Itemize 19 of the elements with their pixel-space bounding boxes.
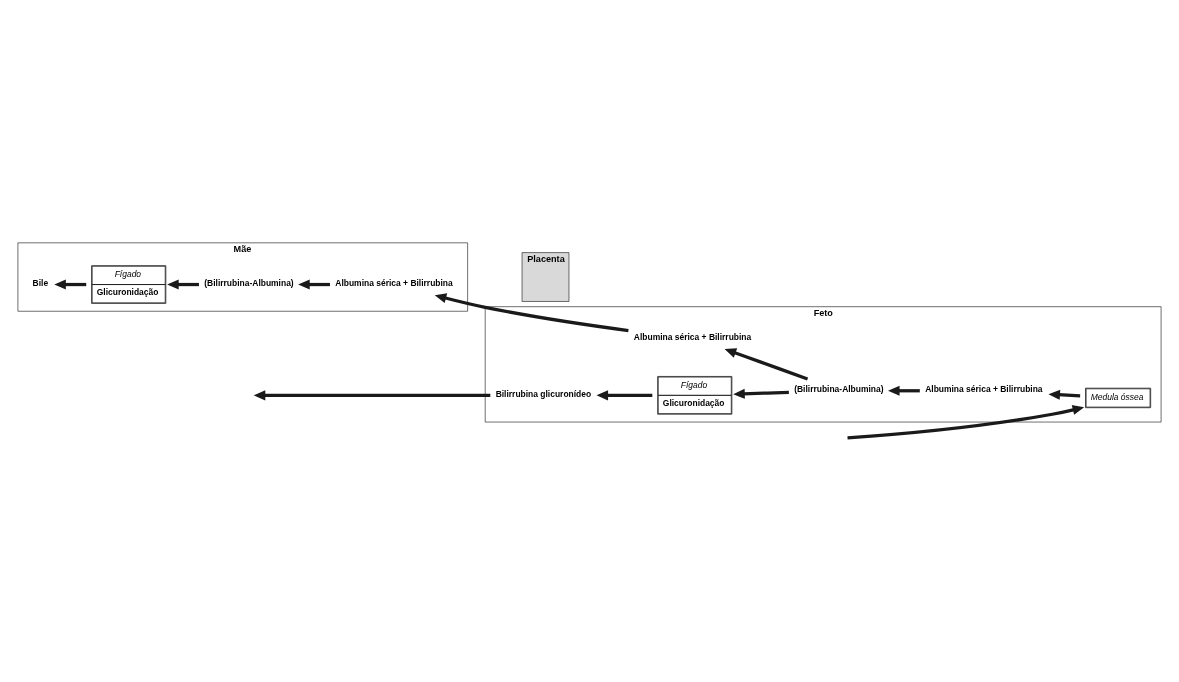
arrow: [888, 385, 920, 396]
node-text: Albumina sérica + Bilirrubina: [633, 331, 752, 342]
node-text: Bilirrubina glicuronídeo: [495, 388, 592, 399]
arrow: [54, 279, 87, 290]
arrow: [596, 389, 653, 400]
arrow: [733, 388, 789, 399]
arrow: [434, 292, 629, 332]
arrow: [167, 278, 199, 290]
node-text: Albumina sérica + Bilirrubina: [335, 277, 453, 288]
arrow: [724, 347, 809, 381]
node-text: Bile: [32, 277, 49, 288]
arrow: [847, 404, 1085, 440]
node-text: Albumina sérica + Bilirrubina: [925, 383, 1043, 394]
node-box: Placenta: [521, 251, 570, 302]
node-text: (Bilirrubina-Albumina): [794, 383, 884, 394]
arrow: [1048, 389, 1081, 400]
arrow: [253, 389, 491, 400]
arrow: [298, 278, 330, 290]
node-text: (Bilirrubina-Albumina): [204, 277, 294, 288]
